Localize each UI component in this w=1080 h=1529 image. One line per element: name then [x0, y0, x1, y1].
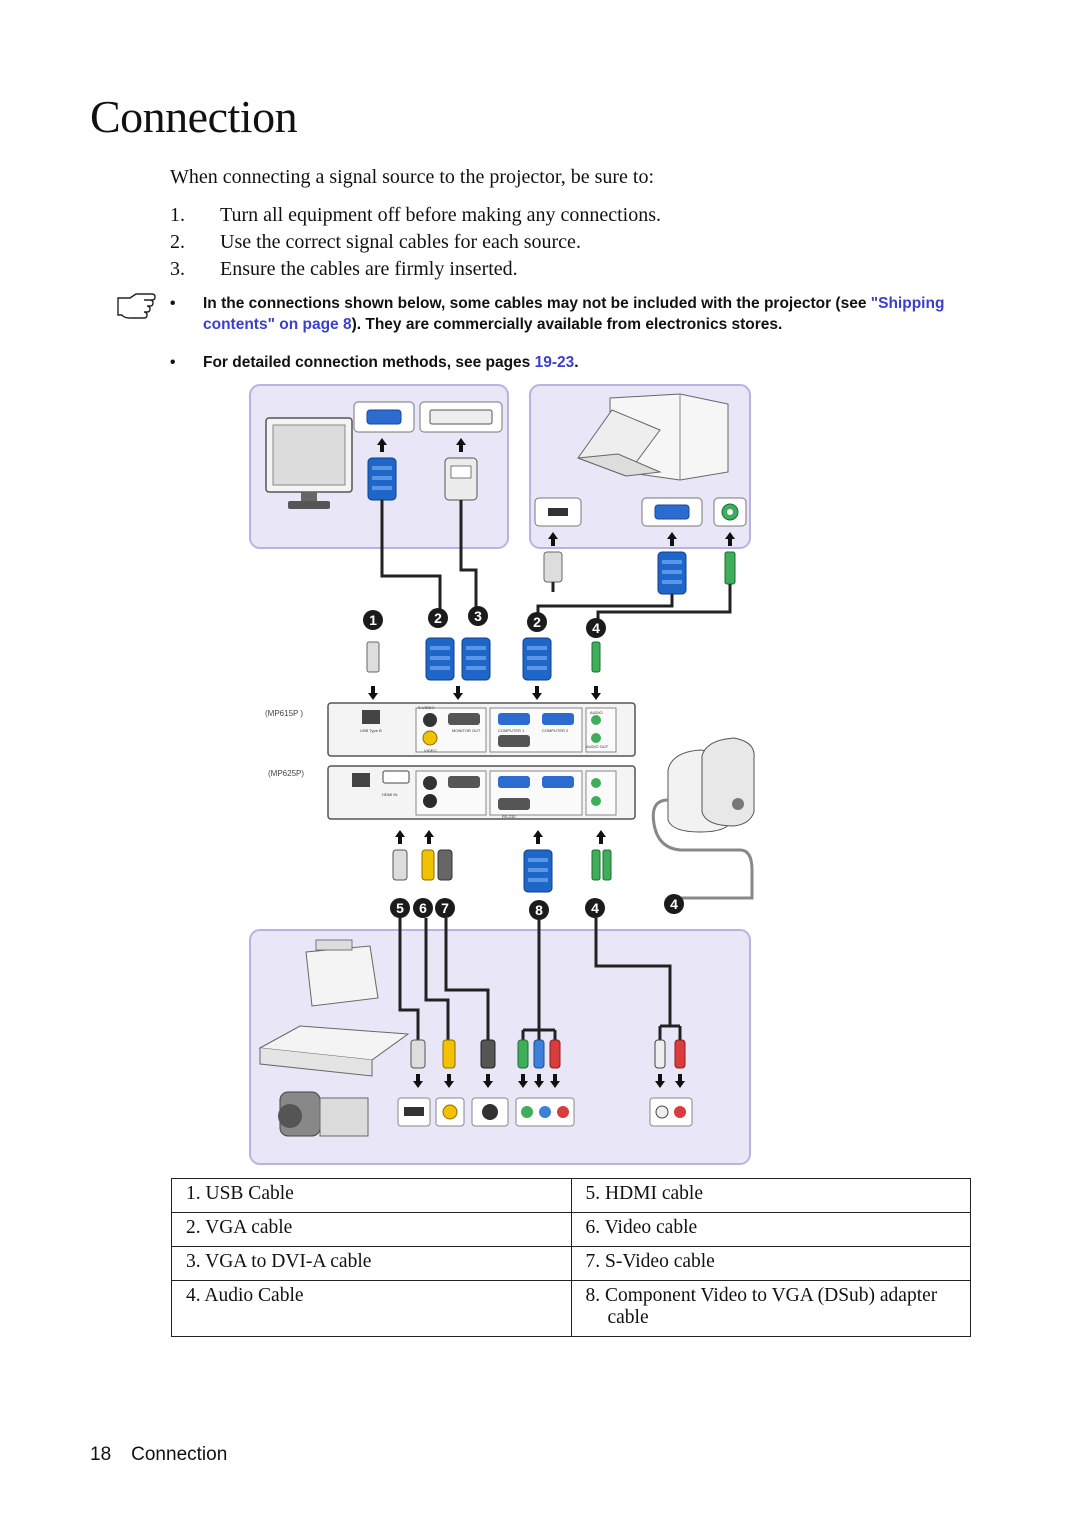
table-row: 1. USB Cable 5. HDMI cable	[171, 1178, 971, 1213]
svg-text:4: 4	[592, 620, 600, 636]
svg-text:8: 8	[535, 902, 543, 918]
table-cell: 8. Component Video to VGA (DSub) adapter…	[570, 1280, 971, 1337]
note-text: In the connections shown below, some cab…	[203, 293, 980, 335]
svg-text:VIDEO: VIDEO	[424, 748, 436, 753]
step-item: 1. Turn all equipment off before making a…	[170, 204, 661, 231]
av-devices-image	[258, 939, 410, 1137]
table-cell: 6. Video cable	[570, 1212, 971, 1247]
callout: 2	[527, 612, 547, 632]
audio-rca-port	[649, 1097, 693, 1127]
note-text-pre: In the connections shown below, some cab…	[203, 295, 871, 312]
callout: 1	[363, 610, 383, 630]
step-text: Use the correct signal cables for each s…	[220, 231, 581, 253]
table-cell: 4. Audio Cable	[171, 1280, 572, 1337]
svg-text:5: 5	[396, 900, 404, 916]
page-number: 18	[90, 1444, 112, 1465]
model-label-b: (MP625P)	[268, 769, 304, 778]
computer-image	[577, 393, 729, 481]
note-bullet: •	[170, 295, 176, 312]
svg-text:COMPUTER 2: COMPUTER 2	[542, 728, 569, 733]
intro-text: When connecting a signal source to the p…	[170, 166, 655, 188]
table-row: 3. VGA to DVI-A cable 7. S-Video cable	[171, 1246, 971, 1281]
notes-block: • In the connections shown below, some c…	[170, 293, 980, 390]
svg-text:1: 1	[369, 612, 377, 628]
step-item: 2. Use the correct signal cables for each…	[170, 231, 661, 258]
speakers-image	[667, 737, 755, 833]
note-text: For detailed connection methods, see pag…	[203, 352, 579, 373]
svg-text:AUDIO: AUDIO	[590, 710, 603, 715]
connection-diagram: 1 2 3 2 4 (MP615P ) S-VIDEO MONITOR OUT …	[249, 384, 755, 1165]
step-number: 3.	[170, 258, 185, 280]
callout: 6	[413, 898, 433, 918]
table-cell: 5. HDMI cable	[570, 1178, 971, 1213]
footer-section: Connection	[131, 1444, 228, 1465]
callout: 7	[435, 898, 455, 918]
table-row: 4. Audio Cable 8. Component Video to VGA…	[171, 1280, 971, 1337]
svg-text:3: 3	[474, 608, 482, 624]
page-title: Connection	[90, 91, 298, 142]
step-number: 1.	[170, 204, 185, 226]
callout: 5	[390, 898, 410, 918]
cables-table: 1. USB Cable 5. HDMI cable 2. VGA cable …	[171, 1178, 971, 1337]
note-item: • For detailed connection methods, see p…	[170, 352, 980, 373]
callout: 4	[586, 618, 606, 638]
table-row: 2. VGA cable 6. Video cable	[171, 1212, 971, 1247]
svg-text:COMPUTER 1: COMPUTER 1	[498, 728, 525, 733]
svg-text:4: 4	[591, 900, 599, 916]
model-label-a: (MP615P )	[265, 709, 303, 718]
page-footer: 18 Connection	[90, 1444, 227, 1466]
step-number: 2.	[170, 231, 185, 253]
table-cell: 2. VGA cable	[171, 1212, 572, 1247]
note-item: • In the connections shown below, some c…	[170, 293, 980, 335]
callout: 8	[529, 900, 549, 920]
pages-link[interactable]: 19-23	[534, 354, 575, 371]
step-text: Turn all equipment off before making any…	[220, 204, 662, 226]
step-item: 3. Ensure the cables are firmly inserted.	[170, 258, 661, 285]
svg-text:7: 7	[441, 900, 449, 916]
svg-text:S-VIDEO: S-VIDEO	[418, 705, 434, 710]
svg-text:6: 6	[419, 900, 427, 916]
callout: 4	[585, 898, 605, 918]
note-text-pre: For detailed connection methods, see pag…	[203, 354, 535, 371]
svg-text:4: 4	[670, 896, 678, 912]
callout: 4	[664, 894, 684, 914]
svg-text:HDMI IN: HDMI IN	[382, 792, 397, 797]
table-cell: 1. USB Cable	[171, 1178, 572, 1213]
monitor-image	[265, 417, 353, 509]
note-text-post: ). They are commercially available from …	[351, 316, 783, 333]
shipping-contents-link[interactable]: "Shipping contents" on page 8	[203, 295, 945, 333]
svg-text:2: 2	[533, 614, 541, 630]
svg-text:2: 2	[434, 610, 442, 626]
step-text: Ensure the cables are firmly inserted.	[220, 258, 518, 280]
note-hand-icon	[117, 293, 156, 319]
svg-text:AUDIO OUT: AUDIO OUT	[586, 744, 609, 749]
callout: 3	[468, 606, 488, 626]
note-bullet: •	[170, 354, 176, 371]
note-text-post: .	[574, 354, 579, 371]
svg-text:USB Type B: USB Type B	[360, 728, 382, 733]
svg-text:MONITOR OUT: MONITOR OUT	[452, 728, 481, 733]
svg-text:RS-232: RS-232	[502, 814, 516, 819]
steps-list: 1. Turn all equipment off before making a…	[170, 204, 661, 285]
callout: 2	[428, 608, 448, 628]
table-cell: 7. S-Video cable	[570, 1246, 971, 1281]
table-cell: 3. VGA to DVI-A cable	[171, 1246, 572, 1281]
